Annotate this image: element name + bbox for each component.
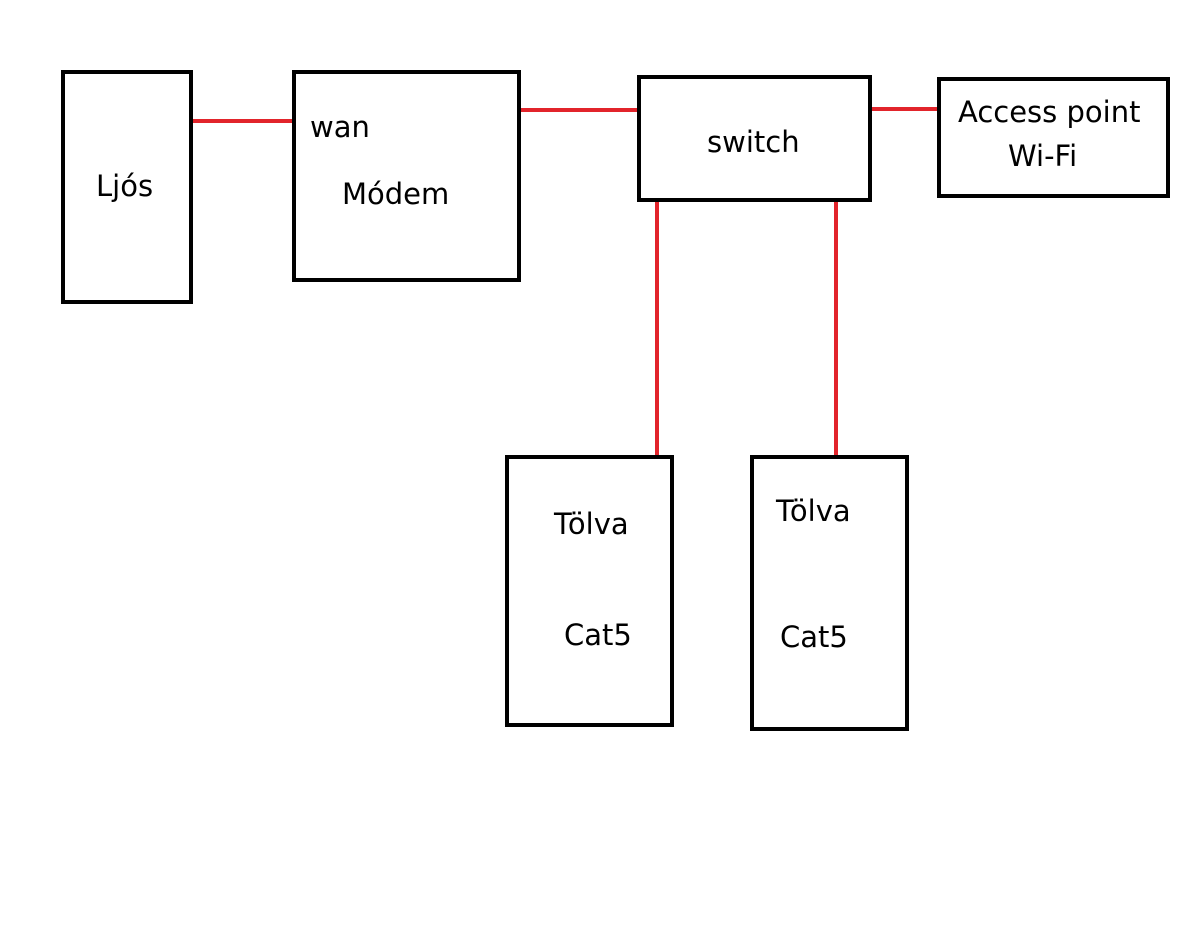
switch-label: switch	[707, 125, 800, 159]
ljos-label: Ljós	[96, 169, 154, 203]
modem-node	[292, 70, 521, 282]
link-switch-access-point	[869, 107, 940, 111]
switch-node	[637, 75, 872, 202]
link-switch-tolva-2	[834, 199, 838, 459]
access-point-node	[937, 77, 1170, 198]
tolva-1-node	[505, 455, 674, 727]
link-modem-switch	[518, 108, 640, 112]
tolva-2-node	[750, 455, 909, 731]
tolva-1-cable-label: Cat5	[564, 618, 632, 652]
ljos-node	[61, 70, 193, 304]
link-switch-tolva-1	[655, 199, 659, 459]
link-ljos-modem	[190, 119, 296, 123]
tolva-2-cable-label: Cat5	[780, 620, 848, 654]
modem-label: Módem	[342, 177, 450, 211]
tolva-1-label: Tölva	[554, 507, 629, 541]
access-point-label-line1: Access point	[958, 95, 1141, 129]
modem-wan-label: wan	[310, 110, 370, 144]
access-point-label-line2: Wi-Fi	[1008, 139, 1078, 173]
tolva-2-label: Tölva	[776, 494, 851, 528]
